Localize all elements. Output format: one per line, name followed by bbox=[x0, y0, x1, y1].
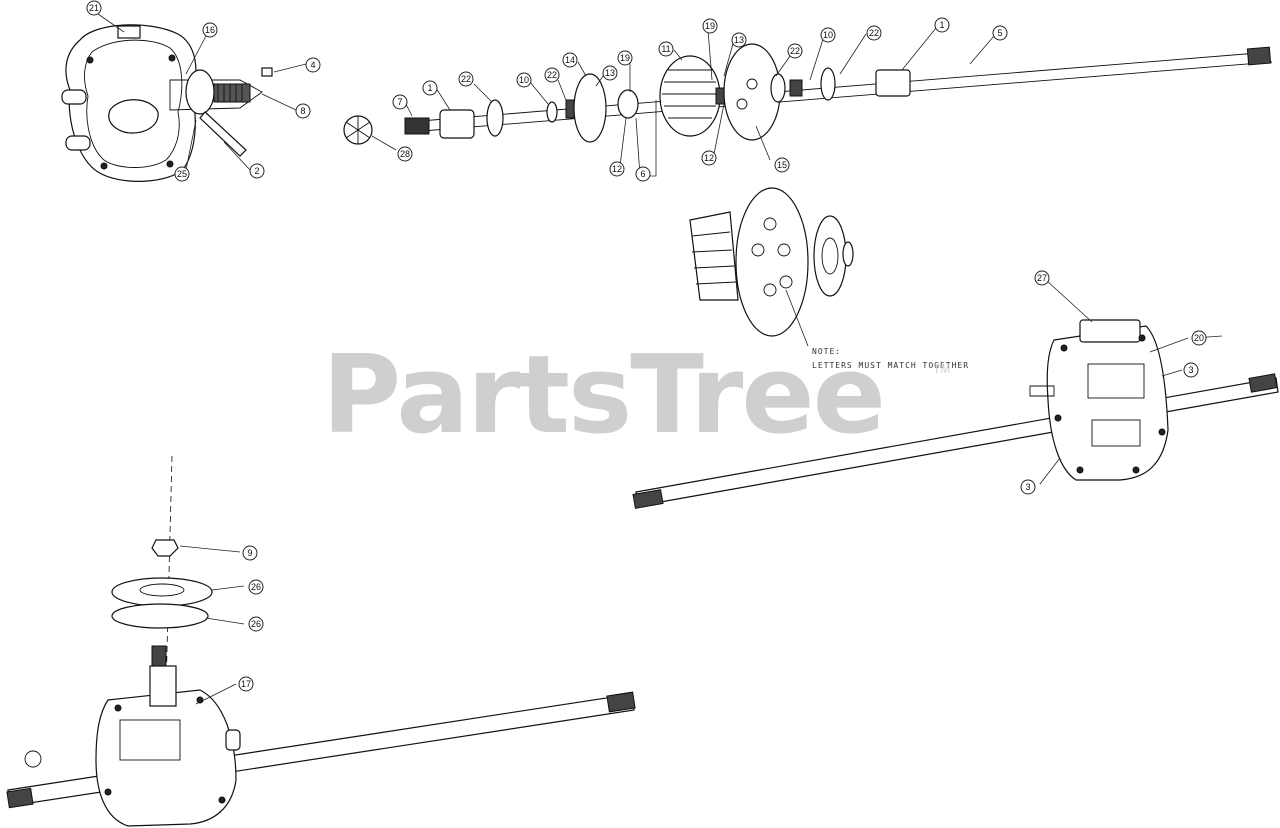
callout-13-right: 13 bbox=[731, 32, 747, 48]
callout-12-right: 12 bbox=[701, 150, 717, 166]
svg-text:22: 22 bbox=[869, 28, 879, 38]
svg-text:13: 13 bbox=[734, 35, 744, 45]
callout-9: 9 bbox=[242, 545, 258, 561]
svg-text:1: 1 bbox=[427, 83, 432, 93]
svg-text:21: 21 bbox=[89, 3, 99, 13]
callout-7: 7 bbox=[392, 94, 408, 110]
callout-5: 5 bbox=[992, 25, 1008, 41]
callout-26-upper: 26 bbox=[248, 579, 264, 595]
trademark-symbol: TM bbox=[933, 362, 951, 376]
leader-lines bbox=[97, 13, 1223, 705]
svg-text:12: 12 bbox=[612, 164, 622, 174]
callout-11: 11 bbox=[658, 41, 674, 57]
callout-2: 2 bbox=[249, 163, 265, 179]
svg-text:5: 5 bbox=[997, 28, 1002, 38]
callout-3-lower: 3 bbox=[1020, 479, 1036, 495]
svg-text:22: 22 bbox=[461, 74, 471, 84]
callout-22-b: 22 bbox=[544, 67, 560, 83]
callout-19-left: 19 bbox=[617, 50, 633, 66]
svg-text:15: 15 bbox=[777, 160, 787, 170]
assembled-transmission-left bbox=[6, 455, 636, 827]
svg-text:28: 28 bbox=[400, 149, 410, 159]
svg-text:10: 10 bbox=[823, 30, 833, 40]
svg-text:26: 26 bbox=[251, 582, 261, 592]
callout-15: 15 bbox=[774, 157, 790, 173]
svg-text:26: 26 bbox=[251, 619, 261, 629]
svg-text:11: 11 bbox=[661, 44, 670, 54]
svg-text:17: 17 bbox=[241, 679, 251, 689]
callout-6: 6 bbox=[635, 166, 651, 182]
svg-text:12: 12 bbox=[704, 153, 714, 163]
svg-text:14: 14 bbox=[565, 55, 575, 65]
brand-watermark: PartsTree bbox=[322, 333, 886, 458]
svg-text:2: 2 bbox=[254, 166, 259, 176]
svg-text:7: 7 bbox=[397, 97, 402, 107]
note-text: LETTERS MUST MATCH TOGETHER bbox=[812, 361, 970, 370]
pinion-gear bbox=[343, 115, 373, 145]
callout-26-lower: 26 bbox=[248, 616, 264, 632]
callout-14: 14 bbox=[562, 52, 578, 68]
svg-text:20: 20 bbox=[1194, 333, 1204, 343]
callout-27: 27 bbox=[1034, 270, 1050, 286]
svg-text:10: 10 bbox=[519, 75, 529, 85]
svg-text:22: 22 bbox=[790, 46, 800, 56]
assembly-note: NOTE: LETTERS MUST MATCH TOGETHER bbox=[812, 345, 969, 373]
callout-1-right: 1 bbox=[934, 17, 950, 33]
svg-text:1: 1 bbox=[939, 20, 944, 30]
svg-text:16: 16 bbox=[205, 25, 215, 35]
callout-25: 25 bbox=[174, 166, 190, 182]
callout-22-a: 22 bbox=[458, 71, 474, 87]
svg-text:19: 19 bbox=[620, 53, 630, 63]
exploded-shaft-assembly bbox=[343, 43, 1273, 145]
callout-13-left: 13 bbox=[602, 65, 618, 81]
callout-16: 16 bbox=[202, 22, 218, 38]
callout-19-right: 19 bbox=[702, 18, 718, 34]
svg-text:22: 22 bbox=[547, 70, 557, 80]
callout-21: 21 bbox=[86, 0, 102, 16]
svg-text:4: 4 bbox=[310, 60, 315, 70]
svg-text:9: 9 bbox=[247, 548, 252, 558]
callout-28: 28 bbox=[397, 146, 413, 162]
callout-10-right: 10 bbox=[820, 27, 836, 43]
assembled-transmission-right bbox=[632, 319, 1279, 509]
callout-3-upper: 3 bbox=[1183, 362, 1199, 378]
note-heading: NOTE: bbox=[812, 347, 842, 356]
svg-text:3: 3 bbox=[1188, 365, 1193, 375]
callout-8: 8 bbox=[295, 103, 311, 119]
svg-text:8: 8 bbox=[300, 106, 305, 116]
callout-10-left: 10 bbox=[516, 72, 532, 88]
svg-text:13: 13 bbox=[605, 68, 615, 78]
svg-text:25: 25 bbox=[177, 169, 187, 179]
svg-text:27: 27 bbox=[1037, 273, 1047, 283]
housing-top-left bbox=[61, 24, 273, 182]
callout-4: 4 bbox=[305, 57, 321, 73]
callout-1-left: 1 bbox=[422, 80, 438, 96]
callout-20: 20 bbox=[1191, 330, 1207, 346]
callout-17: 17 bbox=[238, 676, 254, 692]
callout-22-d: 22 bbox=[866, 25, 882, 41]
callout-22-c: 22 bbox=[787, 43, 803, 59]
svg-text:3: 3 bbox=[1025, 482, 1030, 492]
svg-text:6: 6 bbox=[640, 169, 645, 179]
svg-text:19: 19 bbox=[705, 21, 715, 31]
callout-12-left: 12 bbox=[609, 161, 625, 177]
gear-plate-detail bbox=[689, 187, 854, 347]
